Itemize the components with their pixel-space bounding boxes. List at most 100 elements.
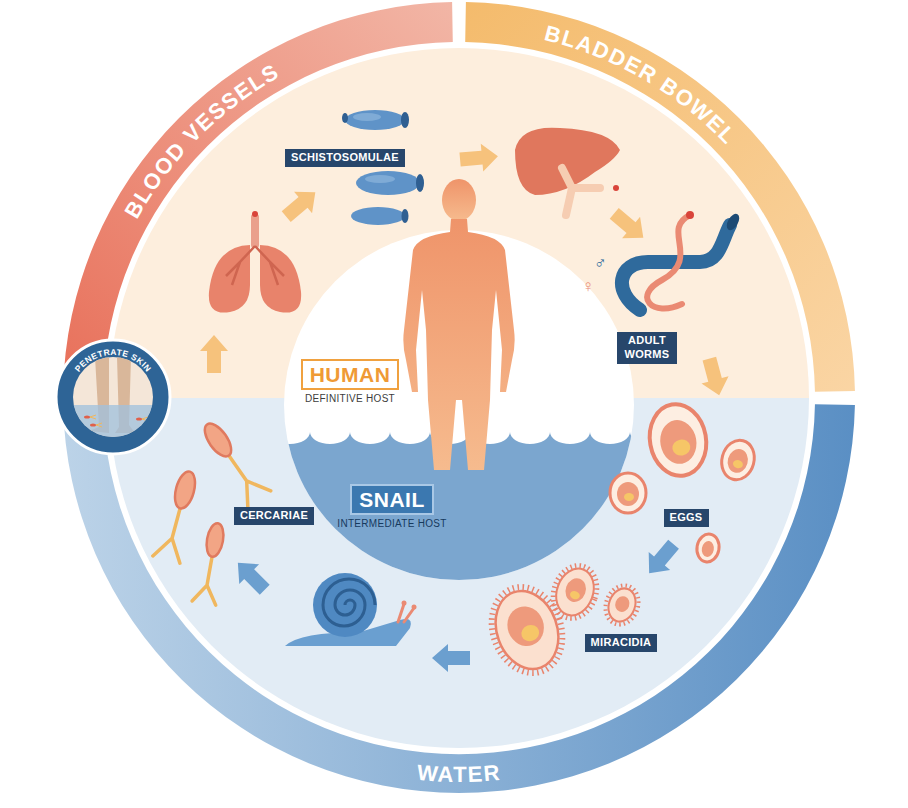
band-label: WATER (416, 760, 502, 787)
host-role: DEFINITIVE HOST (301, 393, 400, 405)
miracidia (480, 559, 644, 683)
cercariae-part (196, 416, 271, 507)
lungs-part (260, 245, 301, 313)
human-figure-part (403, 219, 514, 470)
host-label: HUMAN DEFINITIVE HOST (301, 359, 400, 405)
human-figure (403, 179, 514, 470)
schistosomulae-figures-part (351, 207, 409, 225)
lungs-part (252, 211, 258, 217)
stage-arrows-part (605, 203, 652, 249)
schistosomulae-figures-part-part (365, 175, 395, 183)
stage-label: SCHISTOSOMULAE (285, 149, 405, 167)
badge-text: PENETRATE SKIN (73, 347, 154, 374)
schistosomulae-figures-part-part (416, 174, 424, 192)
lungs-part (251, 214, 259, 248)
snail-part (402, 601, 407, 606)
water-ground (109, 398, 809, 748)
miracidia-part (600, 581, 644, 630)
stage-arrows-part (432, 644, 470, 672)
eggs-part-part (624, 493, 634, 501)
miracidia-part-part (519, 622, 541, 643)
liver-part (562, 168, 600, 215)
stage-arrows-part (277, 181, 324, 227)
outer-ring (63, 2, 855, 793)
miracidia-part-part (550, 563, 600, 620)
eggs-part (644, 400, 712, 481)
cercariae-part (192, 521, 230, 605)
cercariae-part-part (192, 556, 224, 605)
schistosomulae-figures-part-part (351, 207, 405, 225)
cercariae-part-part (171, 469, 198, 510)
stage-name: EGGS (670, 511, 703, 525)
stage-arrows-part (228, 553, 275, 600)
cercariae-part-part (204, 522, 226, 558)
miracidia-part-part (604, 585, 640, 626)
stage-label: CERCARIAE (234, 507, 314, 525)
stage-name: SCHISTOSOMULAE (291, 151, 399, 165)
snail-part (323, 579, 375, 626)
schistosomulae-figures-part-part (342, 113, 348, 123)
lungs-part (209, 245, 250, 313)
eggs-part (717, 437, 758, 484)
miracidia-part-part (569, 590, 581, 601)
adult-worms-part (724, 212, 742, 233)
miracidia-part-part (613, 594, 632, 614)
eggs-part-part (657, 417, 700, 467)
host-role: INTERMEDIATE HOST (337, 518, 446, 530)
band-label: BLADDER BOWEL (542, 20, 741, 149)
stage-name: CERCARIAE (240, 509, 308, 523)
eggs-part (610, 473, 646, 513)
eggs-part-part (617, 482, 639, 506)
schistosomulae-figures-part-part (402, 209, 409, 223)
lungs-part (226, 246, 284, 285)
schistosomulae-figures-part (356, 171, 424, 195)
adult-worms-part (647, 215, 690, 308)
human-figure-part (442, 179, 476, 221)
eggs-part-part (610, 473, 646, 513)
female-symbol: ♀ (582, 278, 595, 295)
eggs-part-part (717, 437, 758, 484)
host-label: SNAIL INTERMEDIATE HOST (337, 484, 446, 530)
eggs-part-part (725, 447, 751, 475)
stage-arrows-part (459, 142, 499, 173)
host-name: SNAIL (350, 484, 434, 515)
eggs-part (695, 532, 722, 563)
stage-name: MIRACIDIA (591, 636, 652, 650)
schistosomulae-figures-part (342, 110, 409, 130)
eggs-part-part (671, 438, 692, 457)
eggs (610, 400, 759, 564)
stage-label: EGGS (664, 509, 709, 527)
band-label: BLOOD VESSELS (119, 58, 283, 222)
miracidia-part-part (502, 601, 550, 651)
stage-arrows-part (200, 335, 228, 373)
stage-arrows-part (696, 355, 733, 399)
schistosomulae-figures-part-part (356, 171, 420, 195)
lungs (209, 211, 301, 313)
snail-part (412, 605, 417, 610)
snail-part (313, 573, 377, 637)
host-name: HUMAN (301, 359, 400, 390)
cercariae-part-part (200, 419, 237, 460)
eggs-part-part (732, 459, 744, 469)
schistosomulae-figures-part-part (353, 113, 381, 121)
miracidia-part-part (600, 581, 644, 630)
skin-scene (54, 338, 172, 456)
stage-arrows (200, 142, 733, 672)
adult-worms-part (686, 211, 694, 219)
liver (515, 128, 620, 215)
male-symbol: ♂ (594, 254, 607, 271)
schistosomulae-figures (342, 110, 424, 225)
stage-arrows-part (638, 535, 684, 582)
cercariae-part-part (153, 504, 194, 563)
miracidia-part (546, 559, 604, 624)
inner-ground (109, 48, 809, 748)
liver-part (613, 185, 619, 191)
snail (285, 573, 417, 646)
eggs-part-part (695, 532, 722, 563)
miracidia-part-part (562, 575, 589, 604)
schistosomulae-figures-part-part (345, 110, 405, 130)
eggs-part-part (644, 400, 712, 481)
penetrate-skin-badge: PENETRATE SKIN (54, 338, 172, 456)
stage-label: ADULT WORMS (617, 332, 677, 364)
